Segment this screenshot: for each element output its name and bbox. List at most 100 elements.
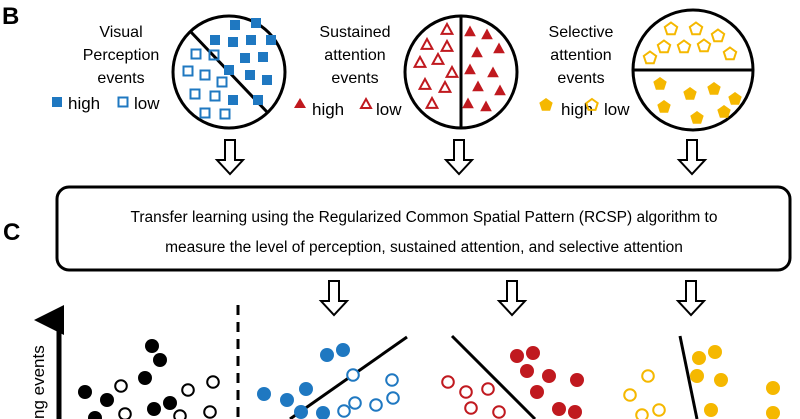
low-pentagon-icon [642, 50, 658, 65]
hollow-dot-icon [369, 398, 383, 412]
selective-label-line-2: attention [550, 47, 611, 64]
high-triangle-icon [493, 42, 505, 54]
high-square-icon [228, 37, 238, 47]
low-pentagon-icon [676, 39, 692, 54]
filled-dot-icon [766, 381, 780, 395]
down-arrow-icon [676, 139, 708, 176]
high-square-icon [230, 20, 240, 30]
hollow-dot-icon [203, 405, 217, 419]
selective-label-line-3: events [557, 70, 604, 87]
filled-dot-icon [510, 349, 524, 363]
high-triangle-icon [471, 46, 483, 58]
high-square-icon [253, 95, 263, 105]
filled-dot-icon [299, 382, 313, 396]
high-pentagon-icon [690, 111, 704, 124]
hollow-dot-icon [481, 382, 495, 396]
low-pentagon-icon [722, 46, 738, 61]
high-triangle-icon [481, 28, 493, 40]
high-square-icon [258, 52, 268, 62]
selective-events-circle [631, 8, 755, 132]
hollow-dot-icon [385, 373, 399, 387]
filled-dot-icon [138, 371, 152, 385]
hollow-dot-icon [464, 401, 478, 415]
hollow-dot-icon [652, 403, 666, 417]
sustained-attention-group: Sustained attention events high low [294, 14, 519, 130]
rcsp-box-line-1: Transfer learning using the Regularized … [131, 209, 718, 226]
filled-dot-icon [530, 385, 544, 399]
hollow-dot-icon [459, 385, 473, 399]
low-square-icon [182, 65, 194, 77]
high-pentagon-icon [707, 82, 721, 95]
visual-label-line-3: events [97, 70, 144, 87]
low-square-icon [199, 107, 211, 119]
legend-high-pentagon-icon [539, 98, 553, 111]
filled-dot-icon [704, 403, 718, 417]
arrows-to-box [214, 139, 708, 176]
filled-dot-icon [320, 348, 334, 362]
sustained-label-line-3: events [331, 70, 378, 87]
rcsp-box [55, 185, 792, 272]
high-square-icon [228, 95, 238, 105]
low-pentagon-icon [688, 21, 704, 36]
hollow-dot-icon [346, 368, 360, 382]
high-square-icon [251, 18, 261, 28]
low-triangle-icon [417, 76, 433, 90]
visual-legend-high: high [68, 94, 100, 113]
high-square-icon [240, 53, 250, 63]
low-triangle-icon [439, 38, 455, 52]
filled-dot-icon [690, 369, 704, 383]
low-pentagon-icon [710, 28, 726, 43]
high-square-icon [210, 35, 220, 45]
hollow-dot-icon [337, 404, 351, 418]
legend-high-triangle-icon [294, 98, 306, 108]
rcsp-box-line-2: measure the level of perception, sustain… [165, 239, 683, 256]
filled-dot-icon [526, 346, 540, 360]
filled-dot-icon [520, 364, 534, 378]
selective-legend-low: low [604, 100, 630, 119]
filled-dot-icon [552, 402, 566, 416]
visual-label-line-1: Visual [99, 24, 142, 41]
filled-dot-icon [766, 406, 780, 419]
low-square-icon [208, 49, 220, 61]
visual-legend-low: low [134, 94, 160, 113]
low-triangle-icon [412, 54, 428, 68]
hollow-dot-icon [441, 375, 455, 389]
high-triangle-icon [462, 97, 474, 109]
high-pentagon-icon [657, 100, 671, 113]
down-arrow-icon [443, 139, 475, 176]
hollow-dot-icon [386, 391, 400, 405]
low-pentagon-icon [696, 38, 712, 53]
hollow-dot-icon [181, 383, 195, 397]
low-events-squares [182, 48, 231, 120]
visual-perception-group: Visual Perception events high low [52, 14, 287, 130]
sustained-label-line-2: attention [324, 47, 385, 64]
down-arrow-icon [318, 280, 350, 317]
low-triangle-icon [419, 36, 435, 50]
low-pentagon-icon [663, 21, 679, 36]
high-pentagon-icon [717, 105, 731, 118]
hollow-dot-icon [623, 388, 637, 402]
legend-low-triangle-icon [359, 96, 373, 109]
legend-low-pentagon-icon [585, 97, 599, 111]
down-arrow-icon [496, 280, 528, 317]
low-square-icon [209, 90, 221, 102]
filled-dot-icon [163, 396, 177, 410]
filled-dot-icon [78, 385, 92, 399]
low-square-icon [190, 48, 202, 60]
high-square-icon [224, 65, 234, 75]
high-square-icon [262, 75, 272, 85]
filled-dot-icon [147, 402, 161, 416]
high-triangle-icon [464, 25, 476, 37]
high-triangle-icon [472, 80, 484, 92]
visual-label-line-2: Perception [83, 47, 160, 64]
low-triangle-icon [424, 95, 440, 109]
low-triangle-icon [439, 21, 455, 35]
filled-dot-icon [708, 345, 722, 359]
filled-dot-icon [570, 373, 584, 387]
panel-b-letter: B [2, 3, 19, 30]
filled-dot-icon [692, 351, 706, 365]
sustained-legend-high: high [312, 100, 344, 119]
visual-events-circle [171, 14, 287, 130]
high-square-icon [246, 35, 256, 45]
